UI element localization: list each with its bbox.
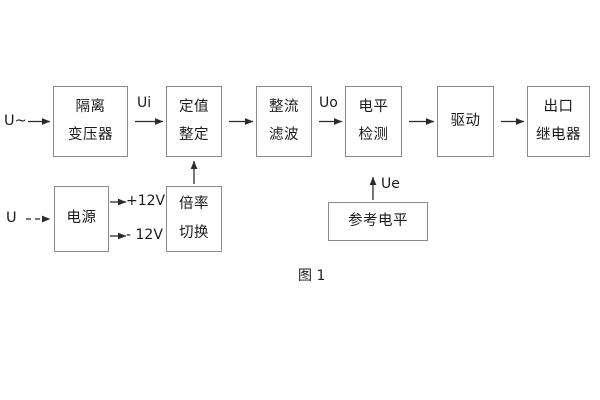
rail-label-negative: - 12V (126, 227, 163, 243)
signal-label-ui: Ui (137, 95, 152, 111)
block-multiplier-switch[interactable]: 倍率 切换 (166, 186, 222, 252)
block-line: 倍率 (179, 196, 209, 213)
signal-label-ue: Ue (381, 176, 400, 192)
block-line: 滤波 (269, 127, 299, 143)
block-isolation-transformer[interactable]: 隔离 变压器 (53, 86, 128, 157)
block-line: 检测 (358, 127, 389, 143)
block-setting-value[interactable]: 定值 整定 (166, 86, 222, 157)
block-line: 变压器 (68, 127, 113, 143)
block-line: 电源 (66, 210, 97, 227)
figure-caption: 图 1 (298, 268, 326, 284)
block-line: 驱动 (450, 112, 481, 129)
block-drive[interactable]: 驱动 (437, 86, 494, 157)
block-line: 电平 (358, 98, 389, 115)
block-line: 切换 (179, 224, 209, 241)
block-power-supply[interactable]: 电源 (54, 186, 109, 252)
input-label-ac: U~ (4, 113, 27, 129)
block-line: 出口 (543, 98, 574, 115)
block-output-relay[interactable]: 出口 继电器 (527, 86, 590, 157)
block-line: 继电器 (536, 127, 581, 143)
block-line: 参考电平 (348, 212, 408, 229)
block-line: 整定 (179, 127, 209, 143)
block-line: 定值 (179, 98, 209, 115)
block-reference-level[interactable]: 参考电平 (328, 202, 428, 241)
block-line: 隔离 (75, 98, 106, 115)
block-line: 整流 (269, 98, 299, 115)
block-level-detection[interactable]: 电平 检测 (345, 86, 402, 157)
rail-label-positive: +12V (126, 193, 166, 209)
input-label-dc: U (6, 210, 17, 226)
block-rectifier-filter[interactable]: 整流 滤波 (256, 86, 312, 157)
signal-label-uo: Uo (319, 95, 338, 111)
